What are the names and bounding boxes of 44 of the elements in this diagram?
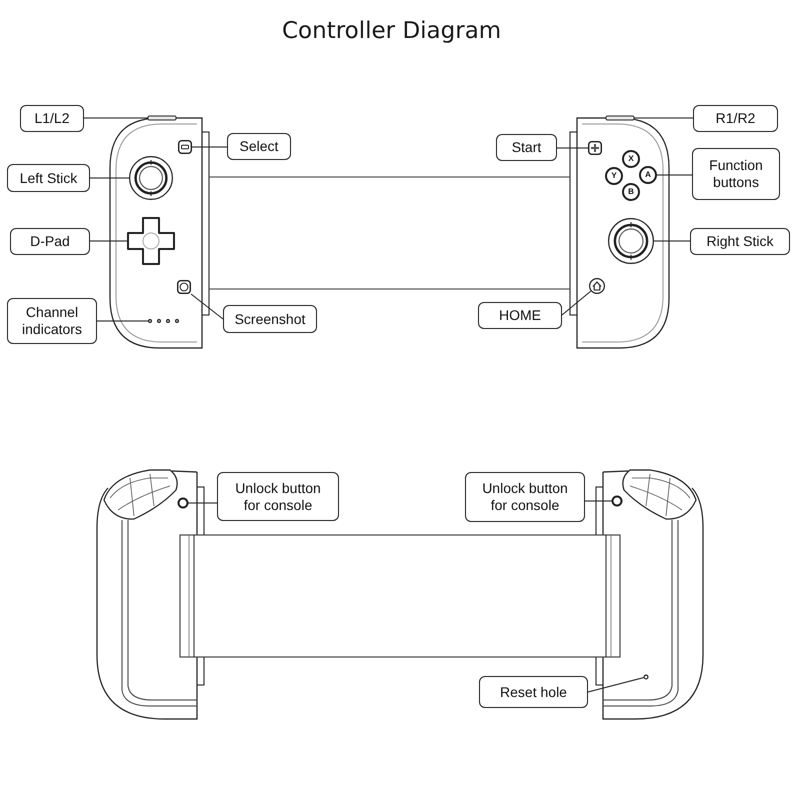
callout-label: D-Pad [10, 228, 90, 255]
leader-line [584, 500, 612, 502]
indicator-light [175, 319, 179, 323]
indicator-light [148, 319, 152, 323]
indicator-light [157, 319, 161, 323]
leader-line [588, 677, 644, 692]
analog-stick [129, 156, 173, 200]
face-button: Y [605, 167, 623, 185]
home-button [589, 278, 605, 294]
callout-label: L1/L2 [20, 105, 84, 132]
leader-line [90, 240, 128, 242]
reset-hole [644, 674, 648, 680]
callout-label: Select [227, 133, 291, 160]
d-pad [127, 217, 175, 265]
callout-label: HOME [478, 302, 562, 329]
analog-stick [608, 218, 654, 264]
unlock-button [178, 498, 188, 508]
callout-label: Function buttons [692, 148, 780, 200]
indicator-light [166, 319, 170, 323]
unlock-button [612, 496, 622, 506]
select-button [178, 140, 192, 154]
callout-label: Unlock button for console [217, 472, 339, 521]
shoulder-button [606, 116, 634, 120]
leader-line [96, 320, 148, 322]
callout-label: Left Stick [7, 164, 90, 192]
leader-line [656, 174, 692, 176]
leader-line [562, 290, 592, 316]
callout-label: Unlock button for console [465, 472, 585, 522]
leader-line [190, 294, 224, 320]
diagram-title: Controller Diagram [282, 17, 502, 45]
face-button: B [622, 183, 640, 201]
shoulder-button [148, 116, 176, 120]
leader-line [188, 502, 218, 504]
callout-label: Right Stick [690, 228, 790, 255]
callout-label: Screenshot [223, 305, 317, 333]
callout-label: Reset hole [479, 676, 588, 708]
face-button: X [622, 150, 640, 168]
callout-label: Start [496, 134, 557, 161]
screenshot-button [177, 280, 191, 294]
callout-label: R1/R2 [693, 105, 778, 132]
face-button: A [639, 166, 657, 184]
callout-label: Channel indicators [7, 298, 97, 344]
leader-line [192, 146, 228, 148]
leader-line [654, 240, 690, 242]
